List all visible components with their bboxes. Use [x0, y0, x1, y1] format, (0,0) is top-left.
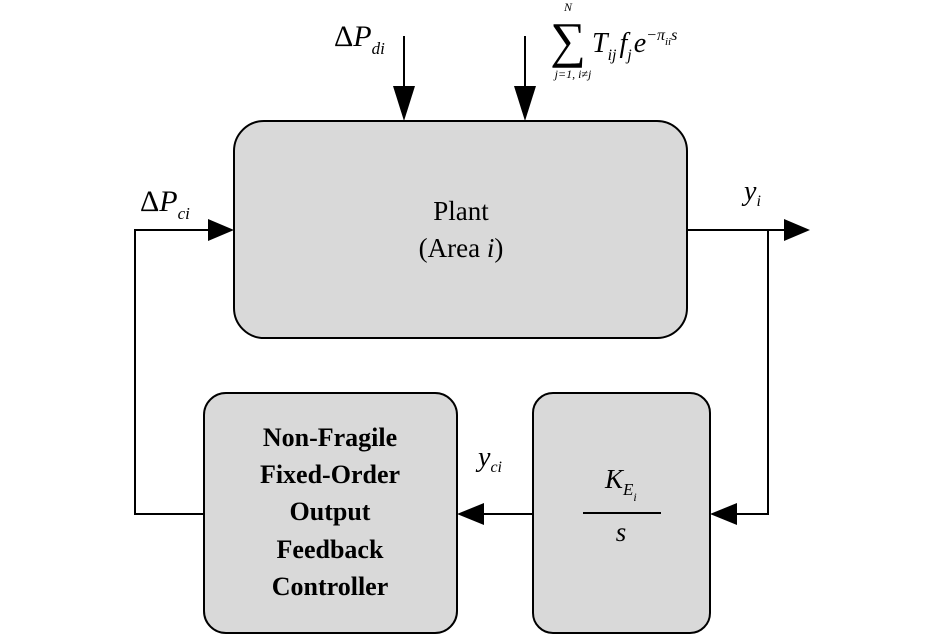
output-arrowhead: [784, 219, 810, 241]
control-input-arrowhead: [208, 219, 234, 241]
integrator-denominator: s: [616, 517, 627, 547]
controller-label-line: Output: [290, 497, 371, 526]
feedback-wire: [735, 230, 769, 515]
controller-label: Non-Fragile Fixed-Order Output Feedback …: [260, 423, 400, 601]
plant-area-label: (Area i): [419, 233, 504, 263]
interconnection-arrowhead: [514, 86, 536, 121]
plant-label: Plant: [433, 196, 489, 226]
disturbance-label: ΔPdi: [334, 20, 385, 58]
feedback-arrowhead: [710, 503, 737, 525]
controller-label-line: Non-Fragile: [263, 423, 397, 452]
control-input-label: ΔPci: [140, 185, 190, 223]
integrator-numerator: KEi: [604, 464, 637, 504]
sum-upper-limit: N: [563, 0, 573, 14]
controller-label-line: Feedback: [277, 535, 384, 564]
output-label: yi: [741, 176, 761, 210]
controller-input-label: yci: [475, 442, 502, 476]
disturbance-arrowhead: [393, 86, 415, 121]
sum-lower-limit: j=1, i≠j: [553, 67, 592, 81]
sum-symbol: ∑: [550, 12, 586, 68]
controller-label-line: Controller: [272, 572, 389, 601]
controller-label-line: Fixed-Order: [260, 460, 400, 489]
plant-block: [233, 120, 688, 339]
control-input-wire: [134, 229, 210, 515]
controller-input-arrowhead: [457, 503, 484, 525]
